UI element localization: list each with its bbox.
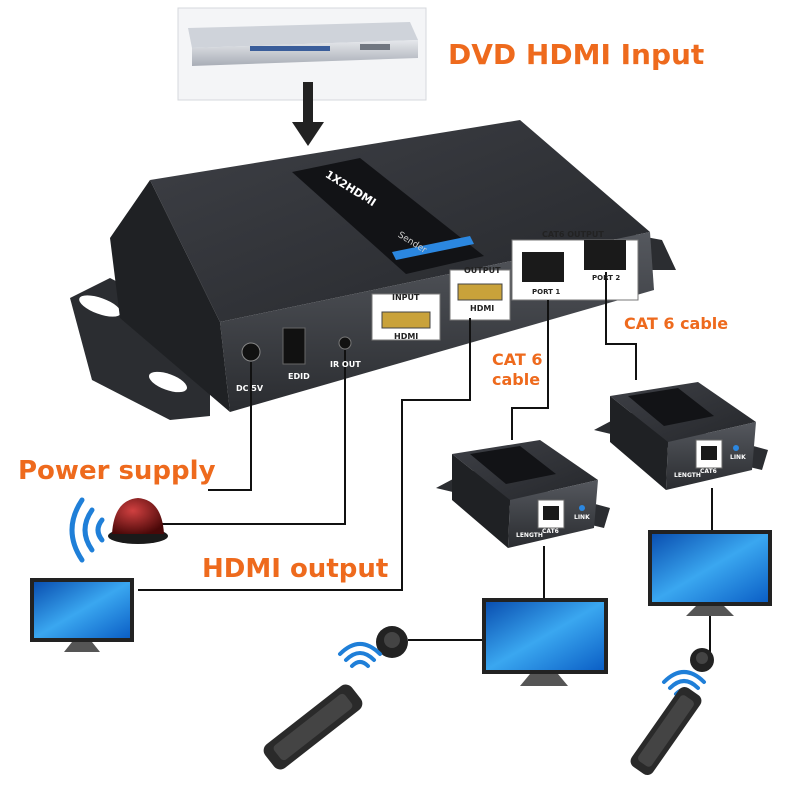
cat6-output-label: CAT6 OUTPUT xyxy=(542,230,604,239)
port1-label: PORT 1 xyxy=(532,288,561,296)
receiver-2 xyxy=(594,382,768,490)
ir-receiver-right xyxy=(690,648,714,672)
wires xyxy=(138,272,713,652)
output-label: OUTPUT xyxy=(464,266,501,275)
dvd-player xyxy=(177,7,427,101)
remote-control-left xyxy=(263,684,363,770)
receiver1-cat6-label: CAT6 xyxy=(542,528,559,535)
dvd-hdmi-input-label: DVD HDMI Input xyxy=(448,38,705,71)
receiver2-length-label: LENGTH xyxy=(674,472,701,479)
tv-left xyxy=(30,578,134,652)
tv-center xyxy=(482,598,608,686)
remote-control-right xyxy=(630,686,702,776)
wifi-icon xyxy=(69,497,105,563)
port2-label: PORT 2 xyxy=(592,274,621,282)
receiver1-length-label: LENGTH xyxy=(516,532,543,539)
receiver2-cat6-label: CAT6 xyxy=(700,468,717,475)
hdmi-out-label: HDMI xyxy=(470,304,495,313)
cat6-cable-label-1: CAT 6 cable xyxy=(492,350,552,390)
input-arrow xyxy=(292,82,324,146)
hdmi-in-label: HDMI xyxy=(394,332,419,341)
ir-emitter xyxy=(108,498,168,544)
edid-label: EDID xyxy=(288,372,310,381)
wifi-icon xyxy=(338,642,382,668)
tv-right xyxy=(648,530,772,616)
irout-label: IR OUT xyxy=(330,360,361,369)
cat6-cable-label-2: CAT 6 cable xyxy=(624,314,729,333)
power-supply-label: Power supply xyxy=(18,456,216,486)
dc-label: DC 5V xyxy=(236,384,264,393)
ir-receiver-center xyxy=(376,626,408,658)
receiver1-link-label: LINK xyxy=(574,514,590,521)
hdmi-output-label: HDMI output xyxy=(202,554,389,584)
receiver2-link-label: LINK xyxy=(730,454,746,461)
cat6-cable-label-1-line1: CAT 6 xyxy=(492,350,543,369)
input-label: INPUT xyxy=(392,293,420,302)
cat6-cable-label-1-line2: cable xyxy=(492,370,541,389)
receiver-1 xyxy=(436,440,610,548)
sender-ports xyxy=(241,239,639,365)
